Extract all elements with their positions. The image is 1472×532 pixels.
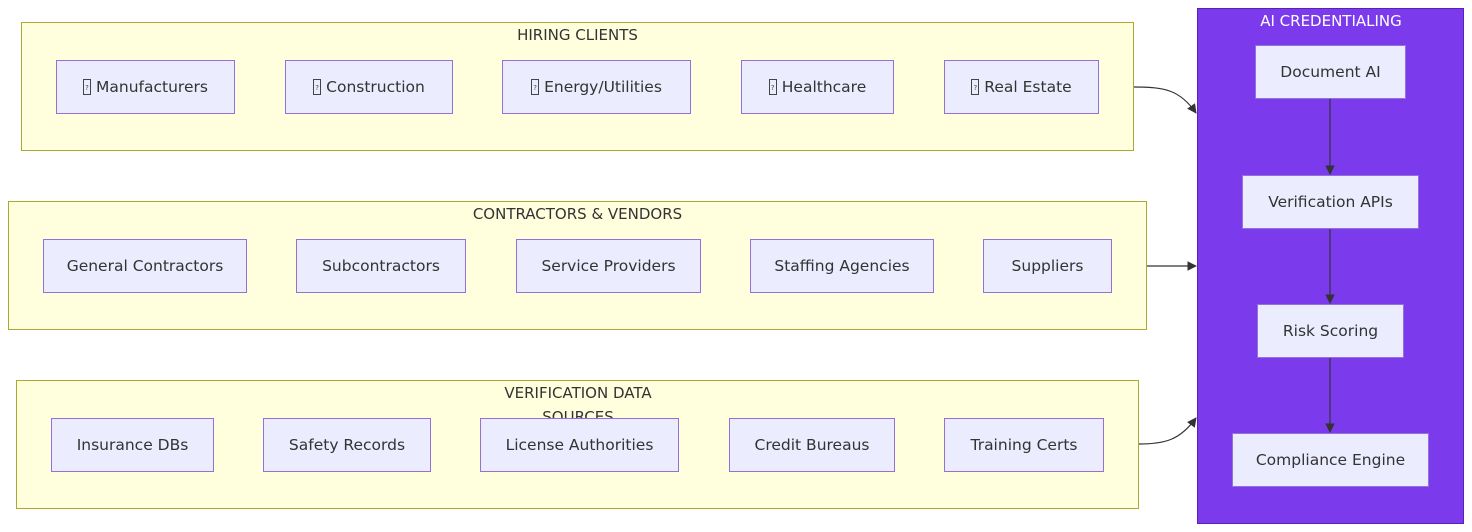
- node-label: Risk Scoring: [1282, 322, 1379, 340]
- node-manufacturers[interactable]: ?Manufacturers: [56, 60, 235, 114]
- contractors-vendors-title: CONTRACTORS & VENDORS: [472, 205, 683, 223]
- node-label: Manufacturers: [96, 78, 208, 96]
- hospital-icon: ?: [768, 79, 777, 95]
- node-suppliers[interactable]: Suppliers: [983, 239, 1112, 293]
- verification-sources-title: VERIFICATION DATA SOURCES: [504, 384, 652, 426]
- node-label: General Contractors: [66, 257, 224, 275]
- node-label: Safety Records: [288, 436, 406, 454]
- node-label: Verification APIs: [1268, 193, 1393, 211]
- node-label: Document AI: [1280, 63, 1381, 81]
- edge-verification-to-platform: [1138, 417, 1197, 445]
- node-label: Healthcare: [781, 78, 867, 96]
- building-icon: ?: [971, 79, 980, 95]
- node-real-estate[interactable]: ?Real Estate: [944, 60, 1099, 114]
- node-label: Service Providers: [541, 257, 676, 275]
- hiring-clients-title: HIRING CLIENTS: [517, 26, 638, 44]
- node-general-contractors[interactable]: General Contractors: [43, 239, 247, 293]
- node-label: Credit Bureaus: [754, 436, 870, 454]
- node-energy-utilities[interactable]: ?Energy/Utilities: [502, 60, 691, 114]
- node-construction[interactable]: ?Construction: [285, 60, 453, 114]
- node-label: Subcontractors: [322, 257, 440, 275]
- node-risk-scoring[interactable]: Risk Scoring: [1257, 304, 1404, 358]
- node-safety-records[interactable]: Safety Records: [263, 418, 431, 472]
- node-subcontractors[interactable]: Subcontractors: [296, 239, 466, 293]
- node-insurance-dbs[interactable]: Insurance DBs: [51, 418, 214, 472]
- node-label: Staffing Agencies: [774, 257, 910, 275]
- platform-title: AI CREDENTIALING PLATFORM: [1260, 12, 1402, 39]
- edge-hiring-to-platform: [1133, 86, 1197, 114]
- node-label: Real Estate: [984, 78, 1072, 96]
- node-compliance-engine[interactable]: Compliance Engine: [1232, 433, 1429, 487]
- node-service-providers[interactable]: Service Providers: [516, 239, 701, 293]
- factory-icon: ?: [83, 79, 92, 95]
- node-credit-bureaus[interactable]: Credit Bureaus: [729, 418, 895, 472]
- construction-icon: ?: [313, 79, 322, 95]
- node-label: Construction: [326, 78, 425, 96]
- lightning-icon: ?: [531, 79, 540, 95]
- node-label: Insurance DBs: [76, 436, 189, 454]
- node-document-ai[interactable]: Document AI: [1255, 45, 1406, 99]
- node-healthcare[interactable]: ?Healthcare: [741, 60, 894, 114]
- node-label: Energy/Utilities: [544, 78, 662, 96]
- node-license-authorities[interactable]: License Authorities: [480, 418, 679, 472]
- node-label: Compliance Engine: [1255, 451, 1406, 469]
- node-label: Suppliers: [1011, 257, 1084, 275]
- node-label: License Authorities: [505, 436, 654, 454]
- node-verification-apis[interactable]: Verification APIs: [1242, 175, 1419, 229]
- node-training-certs[interactable]: Training Certs: [944, 418, 1104, 472]
- node-label: Training Certs: [970, 436, 1078, 454]
- node-staffing-agencies[interactable]: Staffing Agencies: [750, 239, 934, 293]
